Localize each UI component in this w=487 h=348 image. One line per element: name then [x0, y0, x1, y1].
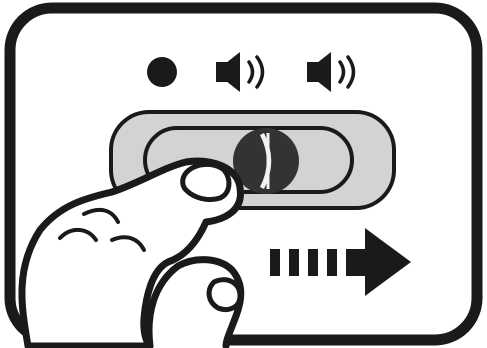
- low-volume-speaker-icon: [216, 52, 265, 92]
- slider-knob: [233, 128, 299, 194]
- slide-right-arrow-icon: [270, 228, 411, 296]
- high-volume-speaker-icon: [307, 52, 356, 92]
- mute-dot-icon: [147, 57, 177, 87]
- finger-hand: [18, 157, 245, 348]
